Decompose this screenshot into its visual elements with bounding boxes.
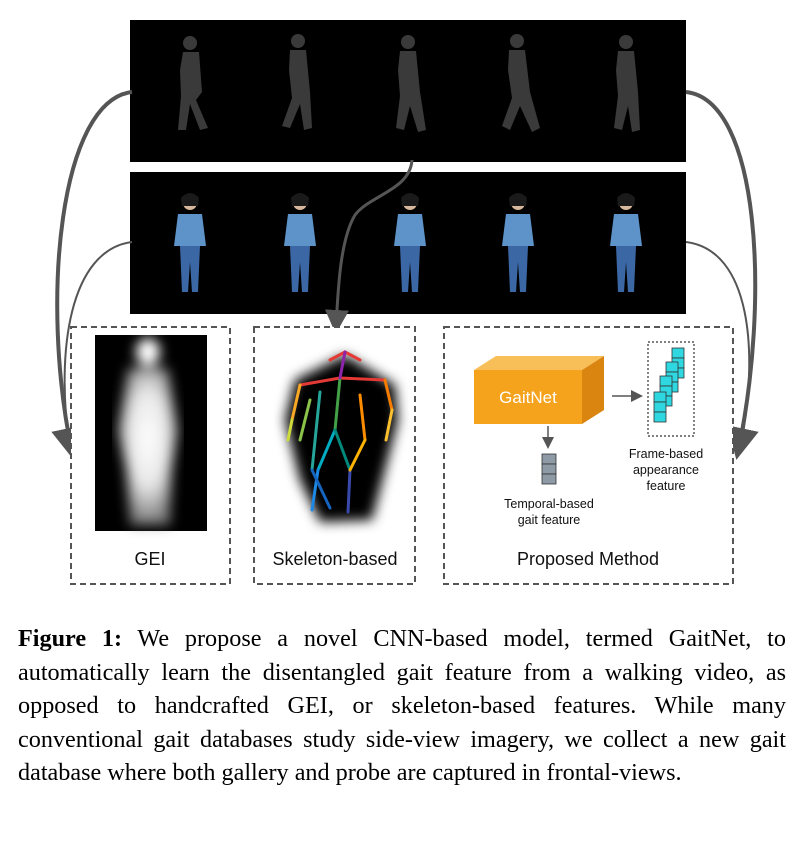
- gei-panel: GEI: [70, 326, 231, 585]
- gaitnet-block: GaitNet: [474, 356, 604, 424]
- side-view-strip: [130, 20, 686, 162]
- appearance-feature-stack: [647, 341, 695, 437]
- proposed-label: Proposed Method: [517, 549, 659, 569]
- temporal-label-line-2: gait feature: [518, 513, 581, 527]
- gaitnet-label: GaitNet: [499, 388, 557, 407]
- temporal-feature-stack: [541, 453, 557, 485]
- arrow-to-skeleton: [324, 159, 414, 334]
- skeleton-panel: Skeleton-based: [253, 326, 416, 585]
- figure-caption: Figure 1: We propose a novel CNN-based m…: [18, 622, 786, 790]
- caption-text: We propose a novel CNN-based model, term…: [18, 625, 786, 786]
- frontal-walker-5: [610, 193, 642, 292]
- side-view-walker-4: [502, 34, 540, 132]
- skeleton-label: Skeleton-based: [272, 549, 397, 569]
- frontal-walker-2: [284, 193, 316, 292]
- frame-label-line-2: appearance: [633, 463, 699, 477]
- arrow-frontal-to-gei: [60, 241, 133, 454]
- side-view-walker-5: [614, 35, 640, 132]
- frontal-walker-1: [174, 193, 206, 292]
- connector-arrows: [51, 90, 759, 460]
- skeleton-shadow: [285, 355, 398, 522]
- side-view-walker-2: [282, 34, 312, 130]
- gei-silhouette: [118, 338, 178, 525]
- frame-label-line-1: Frame-based: [629, 447, 703, 461]
- frontal-walker-3: [394, 193, 426, 292]
- caption-label: Figure 1:: [18, 625, 123, 652]
- proposed-panel: GaitNet Temporal-based gait feature Fram…: [443, 326, 734, 585]
- figure-1-diagram: GEI Skeleton-based: [51, 20, 759, 585]
- gei-label: GEI: [134, 549, 165, 569]
- arrow-frontal-to-proposed: [685, 241, 751, 454]
- side-view-walker-3: [396, 35, 426, 132]
- side-view-walker-1: [178, 36, 208, 130]
- skeleton-overlay: [286, 350, 394, 514]
- frontal-view-strip: [130, 172, 686, 314]
- frontal-walker-4: [502, 193, 534, 292]
- temporal-label-line-1: Temporal-based: [504, 497, 594, 511]
- arrow-side-to-gei: [51, 90, 133, 460]
- frame-label-line-3: feature: [647, 479, 686, 493]
